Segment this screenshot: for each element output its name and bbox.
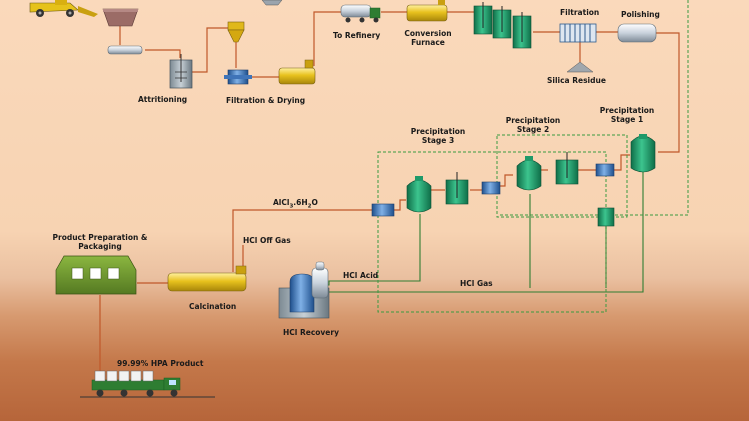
hcl-acid-label: HCl Acid (343, 271, 379, 280)
precip-stage-1-label: Precipitation Stage 1 (599, 106, 655, 124)
hpa-product-label: 99.99% HPA Product (117, 359, 204, 368)
stage-2-boundary (496, 134, 628, 218)
hcl-recovery-unit-icon (278, 261, 330, 319)
water-oxygen-text: O (311, 198, 318, 207)
flow-line (232, 209, 372, 272)
product-truck-icon (80, 370, 215, 398)
alcl3-subscript: 3 (289, 203, 294, 210)
attritioning-tank-icon (169, 54, 193, 89)
ore-loader-icon (29, 0, 98, 17)
crystallizer-stage-2-icon (555, 152, 579, 185)
exchanger-stage-2-icon (481, 181, 501, 195)
flow-line (499, 174, 513, 187)
conversion-furnace-label: Conversion Furnace (404, 29, 452, 47)
product-prep-label: Product Preparation & Packaging (52, 233, 148, 251)
precip-vessel-stage-2-icon (516, 156, 542, 191)
precip-stage-3-label: Precipitation Stage 3 (410, 127, 466, 145)
flow-line (394, 199, 406, 211)
filtration-drying-label: Filtration & Drying (226, 96, 306, 105)
hcl-gas-label: HCl Gas (460, 279, 493, 288)
polishing-unit-icon (617, 23, 657, 43)
conversion-furnace-icon (406, 0, 448, 22)
filter-press-icon (224, 69, 252, 85)
filtration-unit-icon (559, 23, 597, 43)
crusher-hopper-icon (102, 8, 139, 27)
silica-residue-label: Silica Residue (547, 76, 606, 85)
polishing-label: Polishing (621, 10, 660, 19)
flow-line (612, 154, 630, 171)
water-subscript: 2 (307, 203, 312, 210)
flow-line (145, 49, 181, 58)
flow-line (313, 11, 341, 66)
tanker-truck-icon (340, 4, 381, 23)
calcination-kiln-icon (167, 265, 247, 292)
mill-pipe-icon (107, 45, 143, 55)
flow-line (192, 27, 232, 73)
alcl3-hydrate-text: .6H (293, 198, 308, 207)
to-refinery-label: To Refinery (333, 31, 381, 40)
stage-1-boundary (500, 0, 689, 216)
crystallizer-stage-3-icon (445, 172, 469, 205)
alcl3-text: AlCl (273, 198, 290, 207)
precip-vessel-stage-3-icon (406, 176, 432, 213)
small-green-tank-icon (597, 207, 615, 227)
flow-line (656, 32, 680, 153)
exchanger-stage-3-icon (371, 203, 395, 217)
dryer-icon (278, 59, 316, 85)
exchanger-stage-1-icon (595, 163, 615, 177)
hcl-off-gas-label: HCl Off Gas (243, 236, 291, 245)
packaging-building-icon (55, 255, 137, 295)
precip-vessel-stage-1-icon (630, 134, 656, 173)
stage-3-boundary (377, 151, 607, 313)
silica-residue-pile-icon (566, 61, 594, 73)
attritioning-label: Attritioning (138, 95, 188, 104)
reactor-tanks-icon (473, 2, 532, 49)
calcination-label: Calcination (189, 302, 237, 311)
stage-boundaries (377, 0, 689, 313)
hcl-recovery-label: HCl Recovery (283, 328, 339, 337)
hcl-gas-line (329, 172, 644, 293)
cyclone-icon (227, 0, 283, 43)
alcl3-label: AlCl3.6H2O (273, 198, 318, 212)
flow-lines (99, 11, 680, 375)
precip-stage-2-label: Precipitation Stage 2 (505, 116, 561, 134)
filtration-label: Filtration (560, 8, 600, 17)
